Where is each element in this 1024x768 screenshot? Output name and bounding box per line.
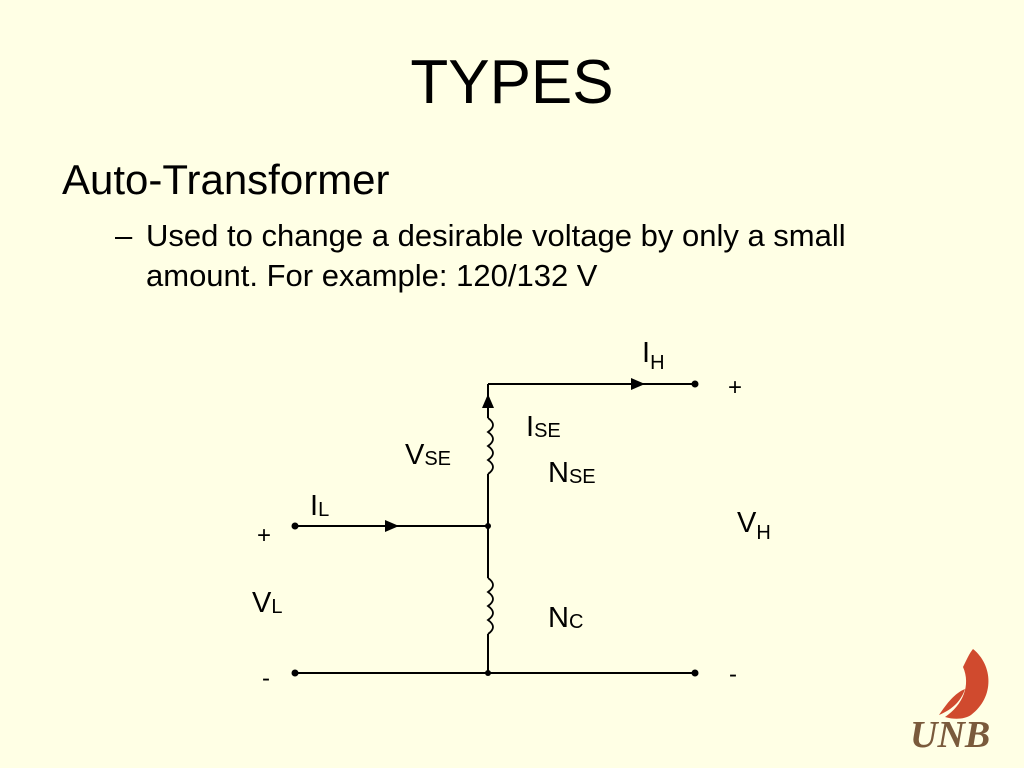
sub-bullet: – Used to change a desirable voltage by … [115,216,935,296]
unb-logo: UNB [910,649,990,755]
logo-text: UNB [910,714,990,755]
label-minus-low: - [262,665,270,692]
terminal-high-minus [691,669,699,677]
arrow-ih [631,378,645,390]
label-plus-low: + [257,522,271,549]
arrow-ise [482,394,494,408]
coil-common [486,577,494,635]
label-vse: VSE [405,439,451,471]
label-vl: VL [252,587,282,619]
label-plus-high: + [728,374,742,401]
label-vh: VH [737,507,771,544]
label-nc: NC [548,602,583,634]
label-ise: ISE [526,411,561,443]
sub-bullet-text: Used to change a desirable voltage by on… [146,218,846,293]
label-ih: IH [642,337,665,374]
junction-tap [485,523,491,529]
slide-title: TYPES [410,48,614,117]
coil-series [486,417,494,475]
arrow-il [385,520,399,532]
sub-bullet-dash: – [115,218,133,253]
label-minus-high: - [729,661,737,688]
label-nse: NSE [548,457,596,489]
logo-sail-icon [939,649,989,719]
label-il: IL [310,490,329,522]
terminal-high-plus [691,380,699,388]
junction-bottom [485,670,491,676]
bullet-auto-transformer: Auto-Transformer [62,156,390,203]
